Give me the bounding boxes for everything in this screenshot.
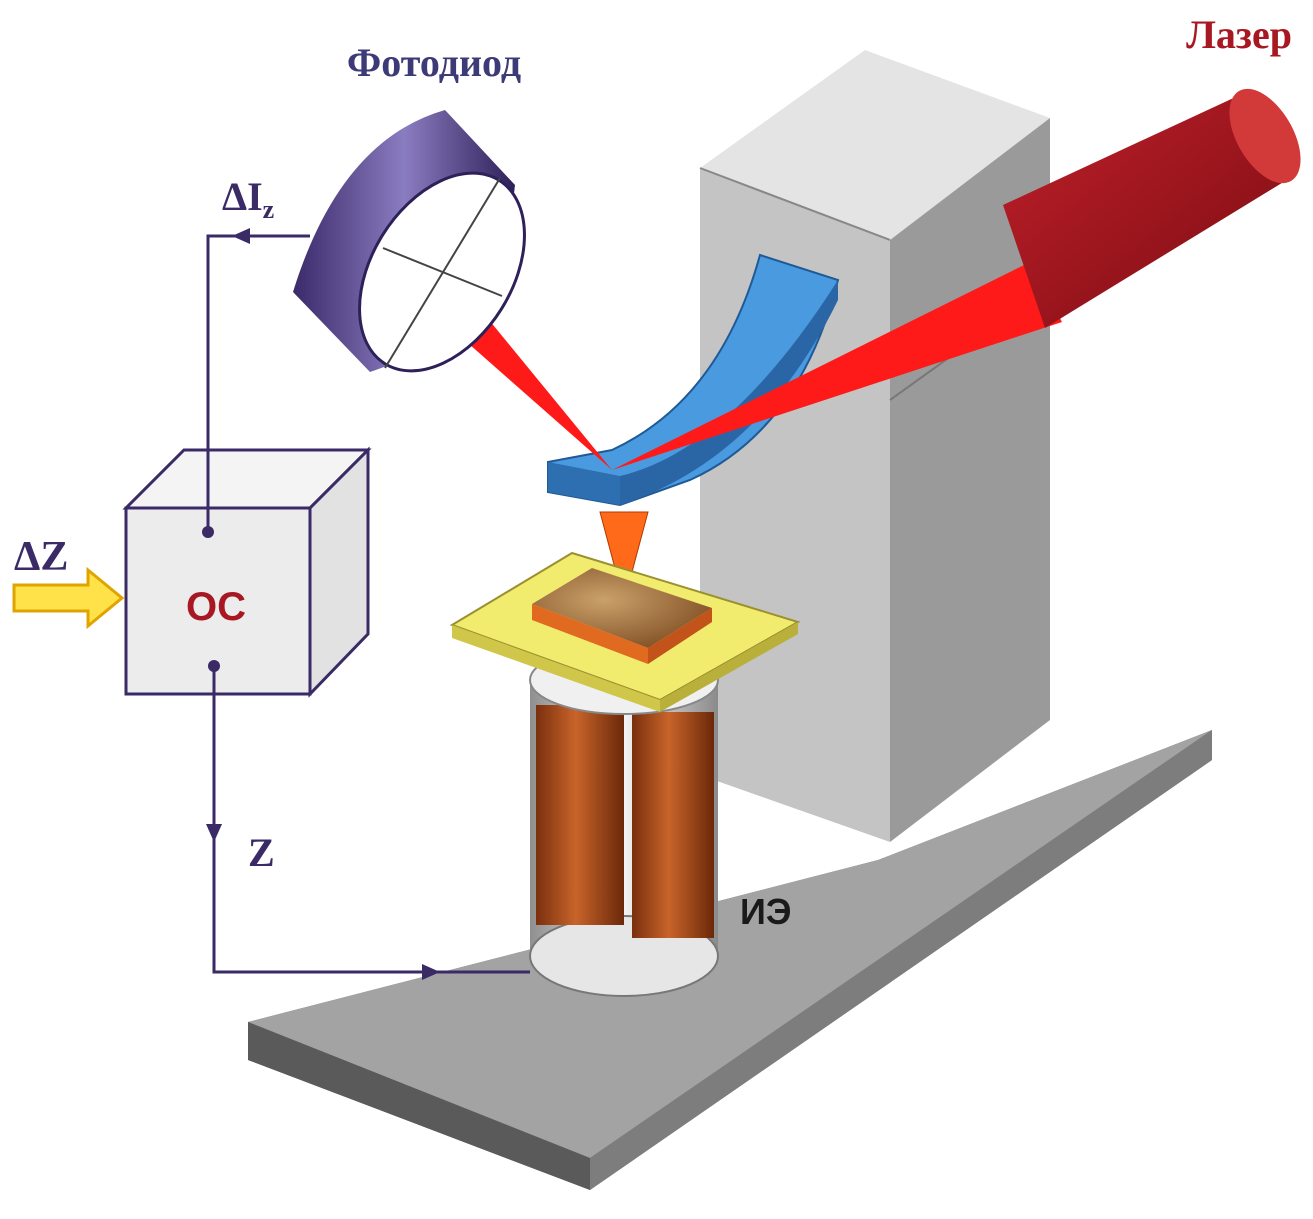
node-in bbox=[202, 526, 214, 538]
laser-label: Лазер bbox=[1186, 12, 1292, 57]
delta-i-sub: z bbox=[263, 195, 275, 224]
probe-tip bbox=[599, 511, 649, 604]
cantilever bbox=[547, 253, 840, 507]
node-out bbox=[208, 660, 220, 672]
photodiode-label: Фотодиод bbox=[347, 40, 521, 85]
arrow-right bbox=[422, 964, 440, 980]
sample bbox=[532, 568, 712, 664]
base-plate bbox=[248, 730, 1212, 1190]
z-label: Z bbox=[248, 830, 275, 875]
oc-label: ОС bbox=[186, 585, 246, 629]
arrow-down bbox=[206, 824, 222, 842]
feedback-block bbox=[122, 446, 372, 698]
column bbox=[699, 50, 1051, 842]
laser-body bbox=[1003, 88, 1301, 328]
photodiode bbox=[293, 110, 526, 373]
delta-i-label: ΔIz bbox=[222, 174, 274, 224]
ie-label: ИЭ bbox=[740, 891, 792, 932]
delta-i-main: ΔI bbox=[222, 174, 263, 219]
input-arrow bbox=[12, 566, 125, 630]
arrow-left bbox=[232, 228, 250, 244]
delta-z-label: ΔZ bbox=[14, 534, 68, 580]
